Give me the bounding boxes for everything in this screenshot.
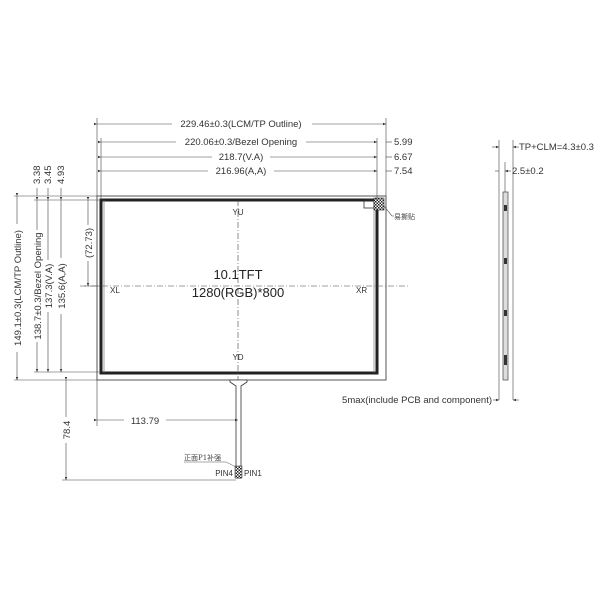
pcb-thickness-note: 5max(include PCB and component) (342, 395, 492, 406)
axis-label-xr: XR (356, 286, 367, 295)
fpc-tail (229, 379, 248, 479)
tail-offset-dim: 113.79 (131, 416, 159, 427)
resolution-label: 1280(RGB)*800 (192, 285, 285, 300)
right-offset-va: 6.67 (394, 152, 413, 163)
top-offset-bezel: 3.38 (32, 166, 43, 185)
aa-width-dim: 216.96(A,A) (216, 166, 267, 177)
tail-dimensions (62, 377, 238, 481)
top-offset-aa: 4.93 (56, 166, 67, 185)
pin4-label: PIN4 (215, 469, 233, 478)
outline-height-dim: 149.1±0.3(LCM/TP Outline) (13, 230, 24, 346)
side-view: TP+CLM=4.3±0.3 2.5±0.2 5max(include PCB … (342, 140, 594, 406)
stiffener-label: 正面P1补强 (184, 453, 221, 462)
axis-label-xl: XL (110, 286, 120, 295)
bezel-width-dim: 220.06±0.3/Bezel Opening (185, 137, 297, 148)
va-height-dim: 137.3(V.A) (44, 264, 55, 309)
easy-tear-tape-label: 易撕贴 (394, 212, 415, 221)
easy-tear-tape (373, 197, 385, 211)
panel-size-label: 10.1TFT (213, 267, 262, 282)
pin-stiffener (234, 465, 243, 479)
right-offset-bezel: 5.99 (394, 137, 413, 148)
va-width-dim: 218.7(V.A) (219, 152, 264, 163)
pin1-label: PIN1 (244, 469, 262, 478)
side-profile (502, 191, 509, 381)
axis-label-yu: YU (232, 208, 243, 217)
tail-length-dim: 78.4 (62, 421, 73, 440)
bezel-opening (99, 198, 379, 375)
aa-height-dim: 135.6(A,A) (57, 263, 68, 308)
half-height-dim: (72.73) (84, 228, 95, 258)
total-thickness-dim: TP+CLM=4.3±0.3 (519, 142, 594, 153)
axis-label-yd: YD (232, 353, 243, 362)
tp-thickness-dim: 2.5±0.2 (512, 166, 544, 177)
bezel-height-dim: 138.7±0.3/Bezel Opening (33, 232, 44, 339)
front-view: 10.1TFT 1280(RGB)*800 YU YD XL XR 易撕贴 正面… (80, 195, 415, 479)
right-offset-aa: 7.54 (394, 166, 413, 177)
top-offset-va: 3.45 (43, 166, 54, 185)
outline-width-dim: 229.46±0.3(LCM/TP Outline) (180, 119, 301, 130)
